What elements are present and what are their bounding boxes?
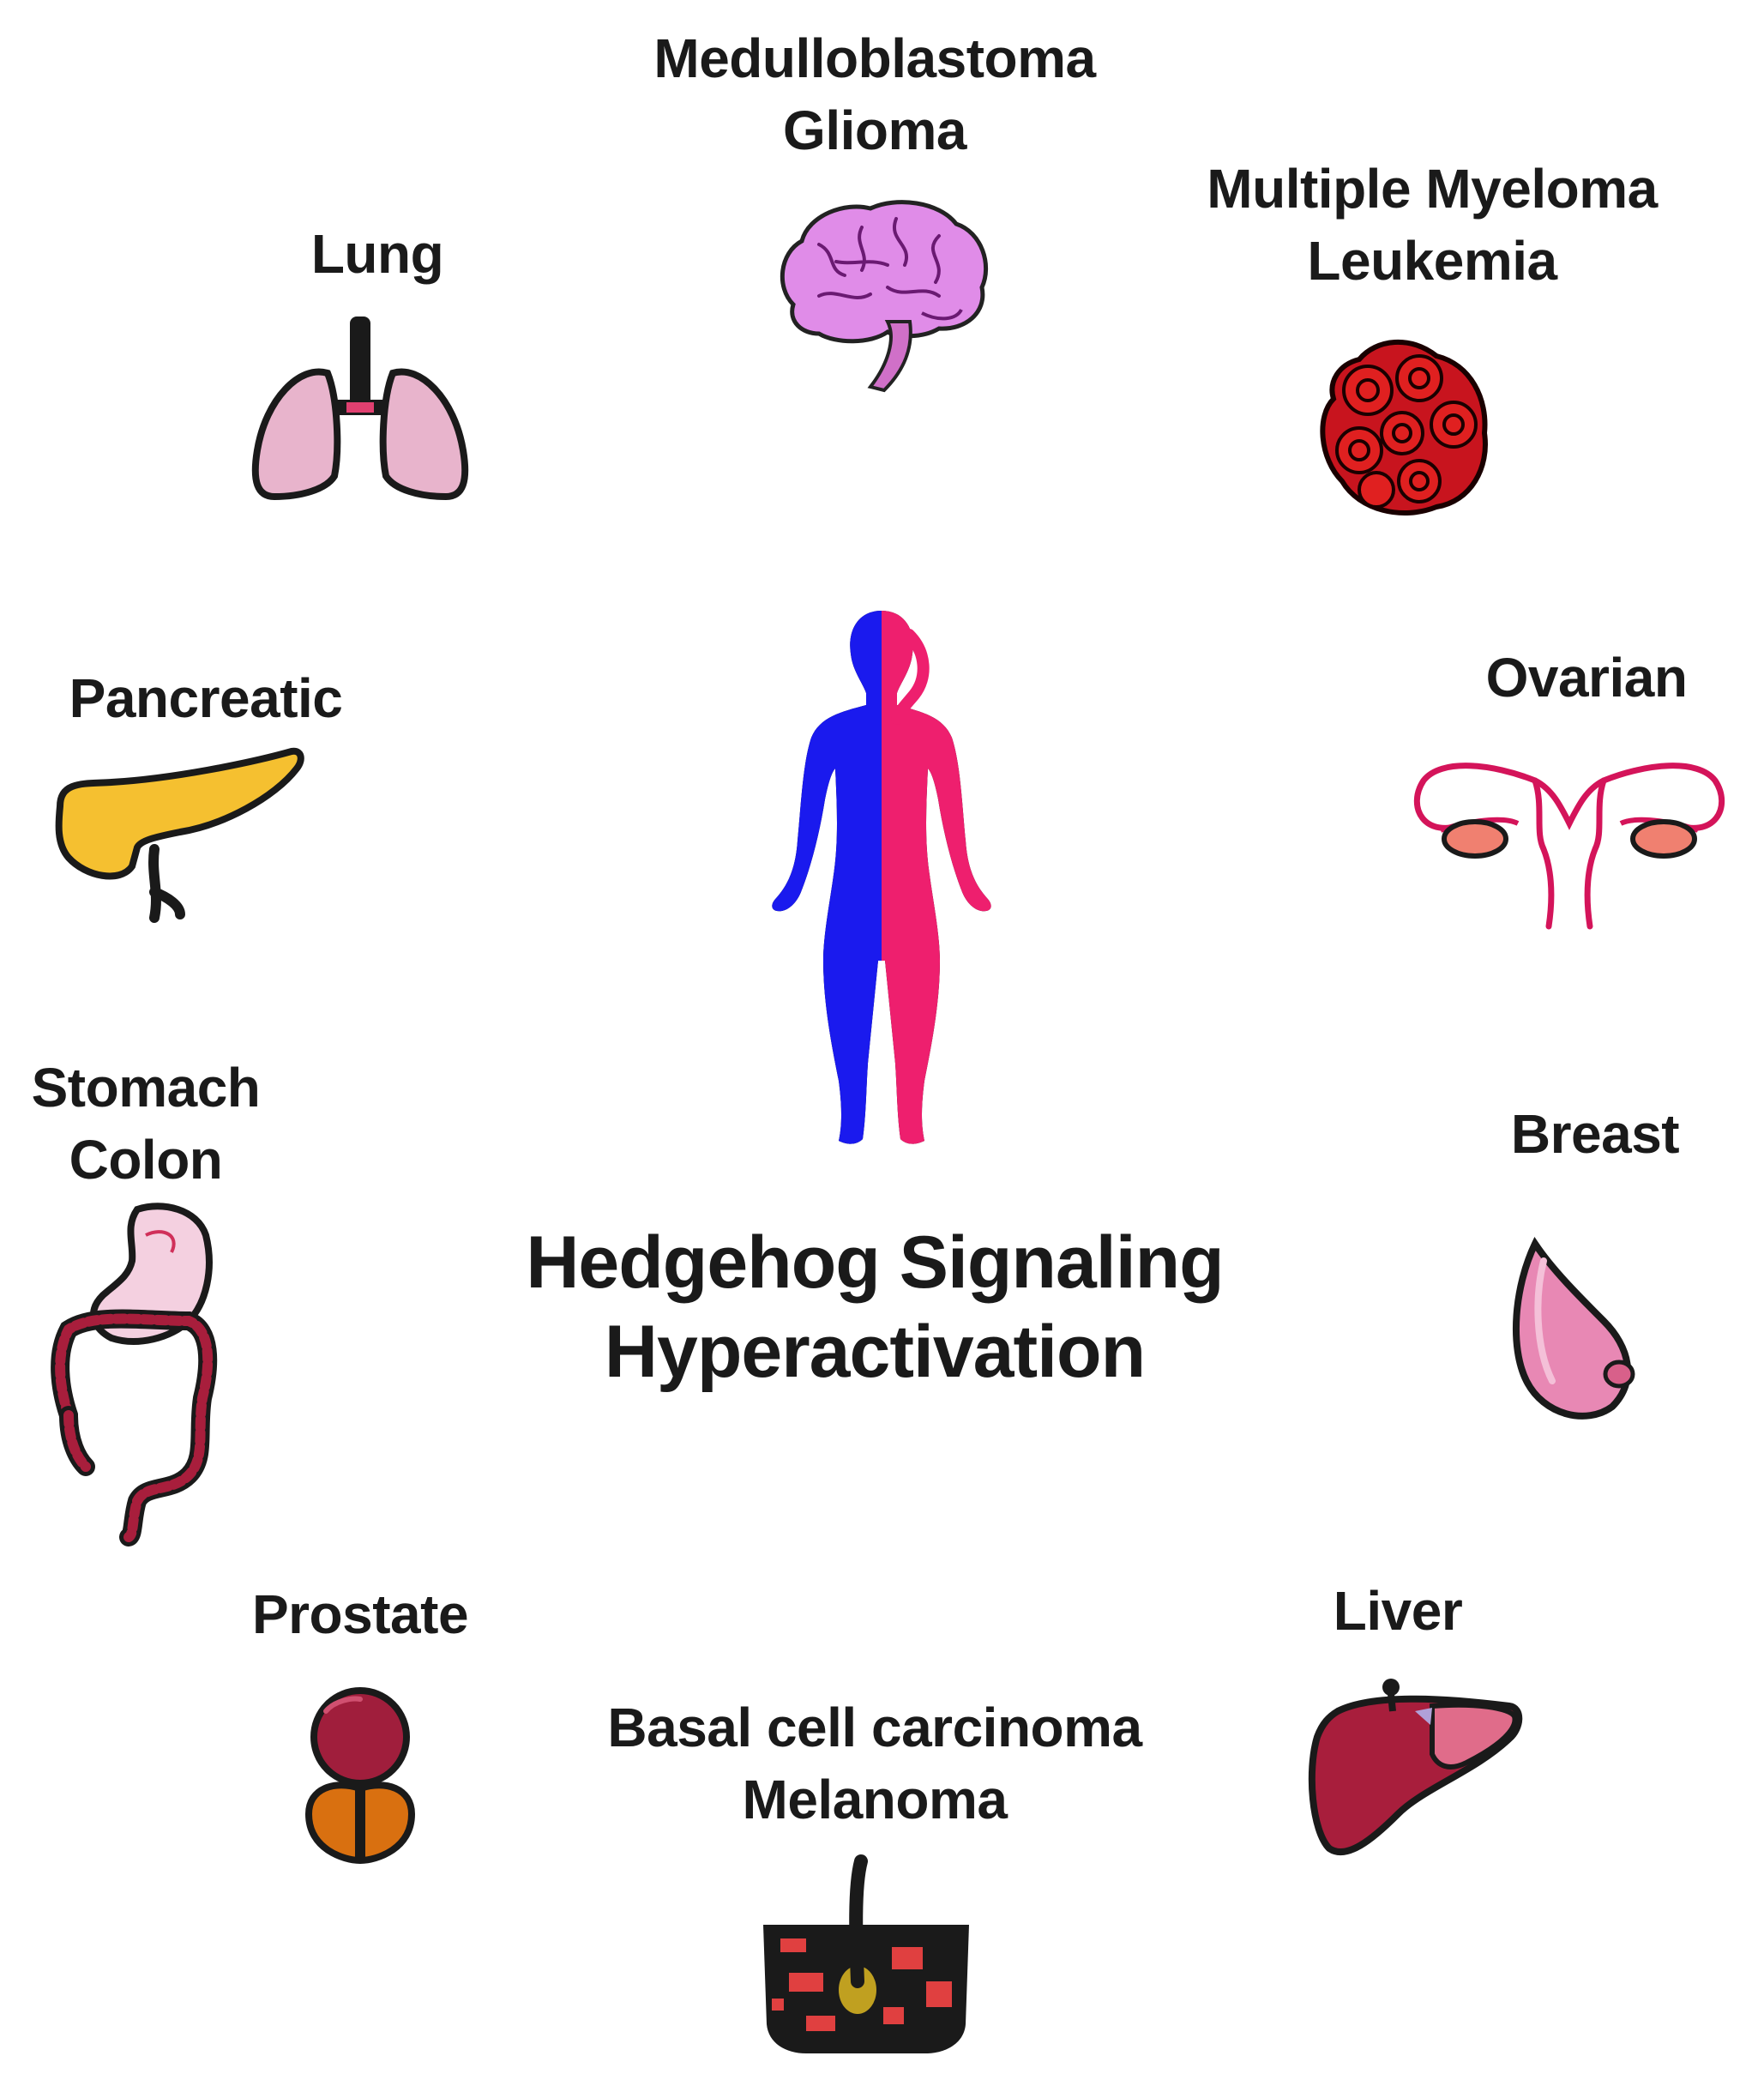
label-breast: Breast — [1510, 1103, 1680, 1165]
pancreas-icon — [55, 747, 304, 923]
skin-icon — [763, 1854, 969, 2053]
label-ovary: Ovarian — [1485, 647, 1688, 708]
label-skin: Basal cell carcinoma Melanoma — [607, 1697, 1142, 1830]
prostate-icon — [304, 1687, 416, 1865]
brain-icon — [780, 200, 989, 393]
lungs-icon — [251, 317, 469, 501]
blood-cells-icon — [1320, 339, 1488, 515]
label-gut: Stomach Colon — [31, 1057, 261, 1191]
label-pancreas: Pancreatic — [69, 667, 343, 729]
label-blood: Multiple Myeloma Leukemia — [1207, 158, 1658, 292]
breast-icon — [1512, 1236, 1635, 1420]
label-lung: Lung — [310, 223, 444, 285]
human-body-icon — [772, 611, 991, 1144]
label-brain: Medulloblastoma Glioma — [653, 27, 1096, 161]
ovaries-icon — [1413, 763, 1725, 930]
diagram-title: Hedgehog Signaling Hyperactivation — [526, 1221, 1224, 1393]
label-liver: Liver — [1333, 1580, 1463, 1642]
label-prostate: Prostate — [251, 1583, 469, 1645]
liver-icon — [1308, 1679, 1523, 1856]
stomach-colon-icon — [51, 1203, 218, 1546]
